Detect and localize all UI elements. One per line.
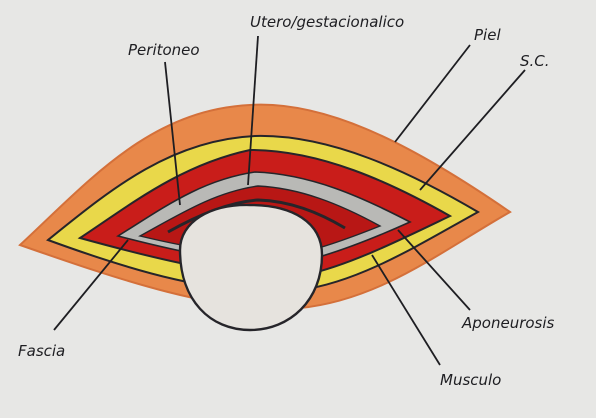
label-fascia: Fascia (18, 342, 65, 360)
uterus-shape (180, 205, 322, 330)
label-musculo: Musculo (440, 371, 501, 389)
label-utero: Utero/gestacionalico (250, 13, 404, 31)
label-peritoneo: Peritoneo (128, 41, 200, 59)
label-sc: S.C. (520, 52, 550, 70)
label-piel: Piel (474, 26, 501, 44)
leader-piel (395, 45, 470, 142)
label-aponeurosis: Aponeurosis (461, 314, 555, 332)
